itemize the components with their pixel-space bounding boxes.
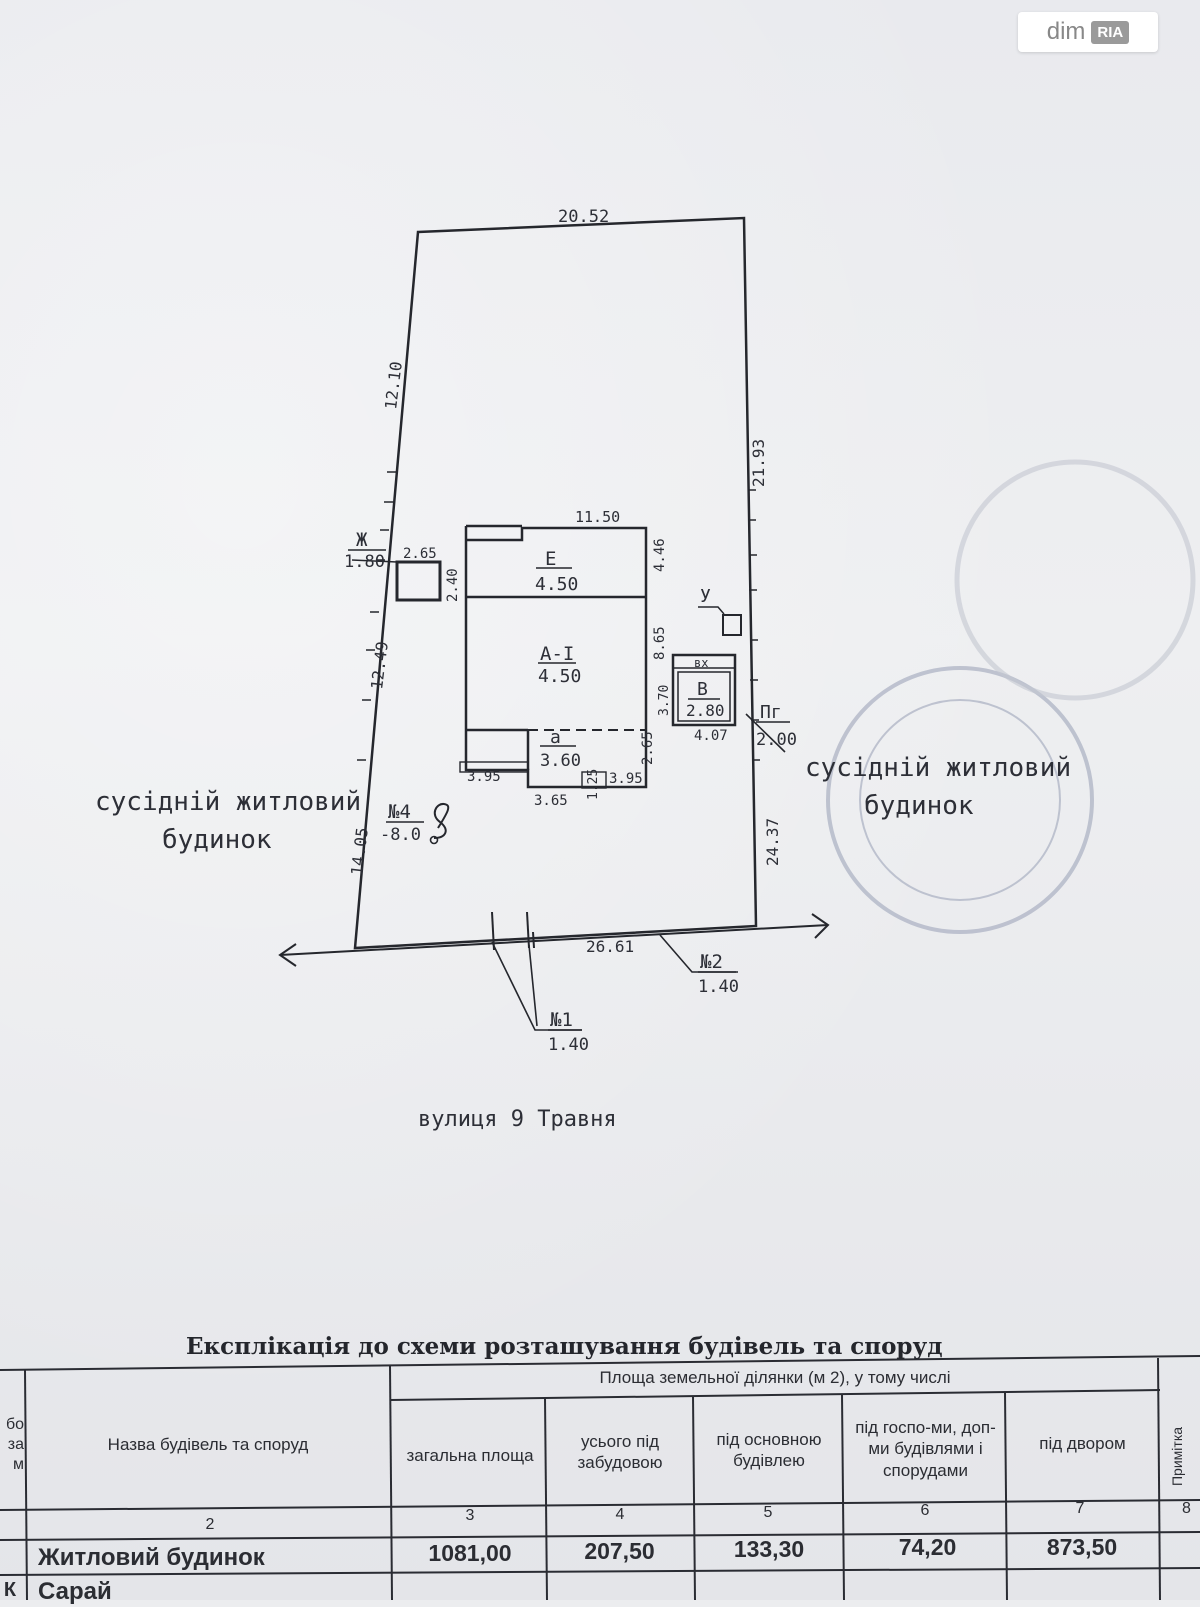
table-row-2-name: Сарай: [38, 1578, 112, 1605]
col-num-5: 5: [763, 1504, 773, 1521]
dim-house-bottom-mid: 3.65: [534, 793, 568, 809]
zh-leader: [351, 559, 398, 563]
dim-house-a-lower-right: 2.65: [640, 731, 656, 765]
left-cut-text-1: бо: [5, 1416, 24, 1433]
header-name: Назва будівель та споруд: [107, 1435, 309, 1455]
land-parcel-boundary: [353, 216, 758, 950]
dim-zh-right: 2.40: [445, 568, 461, 602]
label-n1-val: 1.40: [548, 1035, 589, 1055]
watermark-dim: dim: [1046, 18, 1086, 45]
round-stamp: [826, 666, 1094, 934]
outbuilding-v: [671, 653, 737, 727]
col-num-6: 6: [920, 1502, 930, 1519]
left-neighbor-line1: сусідній житловий: [95, 787, 361, 817]
boundary-ticks: [357, 471, 760, 761]
outbuilding-v-inner: [677, 671, 731, 722]
label-zh-height: 1.80: [344, 552, 385, 572]
label-b-height: 2.80: [686, 701, 725, 720]
leader-lines: [491, 713, 786, 1031]
well-symbol: [433, 802, 450, 839]
label-pg-height: 2.00: [756, 730, 797, 750]
header-col-built: усього під забудовою: [577, 1431, 663, 1472]
col-num-8: 8: [1182, 1500, 1191, 1517]
street-name: вулиця 9 Травня: [418, 1107, 617, 1132]
dim-left-lower: 14.05: [347, 826, 372, 876]
label-e-height: 4.50: [535, 574, 578, 595]
dim-left-mid: 12.49: [367, 640, 392, 690]
dim-house-bottom-right: 3.95: [609, 771, 643, 787]
label-b: В: [697, 679, 708, 700]
header-col-aux: під госпо-ми, доп-ми будівлями і споруда…: [855, 1418, 996, 1480]
right-neighbor-line1: сусідній житловий: [805, 753, 1071, 783]
label-n4: №4: [388, 801, 411, 823]
label-a-small-height: 3.60: [540, 751, 581, 771]
dim-b-bottom: 4.07: [694, 728, 728, 744]
header-col-notes: Примітка: [1169, 1426, 1186, 1486]
watermark-ria: RIA: [1091, 20, 1130, 44]
dim-zh-top: 2.65: [403, 546, 437, 562]
label-n4-val: -8.0: [380, 825, 421, 845]
table-row-1-aux: 74,20: [898, 1533, 957, 1560]
dim-right-lower: 24.37: [763, 818, 782, 866]
table-row-2-prefix: К: [3, 1578, 17, 1601]
dim-house-top: 11.50: [575, 508, 620, 526]
table-row-1-total: 1081,00: [428, 1539, 512, 1566]
u-leader: [698, 606, 725, 615]
outbuilding-zh: [395, 560, 442, 602]
label-pg: Пг: [760, 702, 782, 723]
dim-house-e-right: 4.46: [652, 538, 668, 572]
label-a: А-І: [540, 643, 574, 665]
dim-house-bottom-left: 3.95: [467, 769, 501, 785]
left-cut-col-header: бо за м: [0, 1400, 24, 1490]
label-n1: №1: [550, 1009, 573, 1031]
main-house-outline: [459, 524, 648, 789]
table-row-1-yard: 873,50: [1046, 1533, 1118, 1560]
label-zh: Ж: [356, 529, 368, 551]
left-cut-text-2: за: [7, 1436, 24, 1453]
table-title: Експлікація до схеми розташування будіве…: [186, 1333, 943, 1360]
dim-right-upper: 21.93: [749, 439, 768, 487]
dim-bottom: 26.61: [586, 937, 634, 956]
label-n2-val: 1.40: [698, 977, 739, 997]
round-stamp-faded: [954, 459, 1196, 701]
dim-house-a-right: 8.65: [652, 626, 668, 660]
gate-marks: [491, 911, 535, 951]
label-e: Е: [545, 548, 556, 570]
table-row-1-main: 133,30: [733, 1535, 805, 1562]
dim-house-bottom-step: 1.25: [586, 769, 601, 800]
dim-b-left: 3.70: [657, 685, 672, 716]
table-row-1-name: Житловий будинок: [38, 1544, 265, 1571]
outbuilding-u: [722, 614, 742, 636]
dim-top: 20.52: [558, 207, 609, 227]
label-a-small: а: [550, 727, 561, 748]
col-num-3: 3: [465, 1507, 475, 1524]
col-num-4: 4: [615, 1506, 625, 1523]
table-row-1-built: 207,50: [584, 1537, 655, 1564]
left-cut-text-3: м: [13, 1456, 24, 1473]
header-col-yard: під двором: [1039, 1434, 1126, 1454]
label-u: У: [700, 586, 711, 607]
header-col-total: загальна площа: [406, 1446, 534, 1466]
right-neighbor-line2: будинок: [864, 791, 974, 821]
header-group: Площа земельної ділянки (м 2), у тому чи…: [599, 1368, 951, 1388]
street-line: [278, 913, 830, 967]
left-neighbor-line2: будинок: [162, 825, 272, 855]
col-num-7: 7: [1075, 1500, 1085, 1517]
well-point: [429, 835, 439, 845]
header-col-main: під основною будівлею: [716, 1429, 822, 1470]
label-b-vx: вх: [694, 656, 708, 670]
col-num-2: 2: [205, 1516, 215, 1533]
dimria-watermark: dim RIA: [1018, 12, 1158, 52]
label-a-height: 4.50: [538, 666, 581, 687]
label-n2: №2: [700, 951, 723, 973]
